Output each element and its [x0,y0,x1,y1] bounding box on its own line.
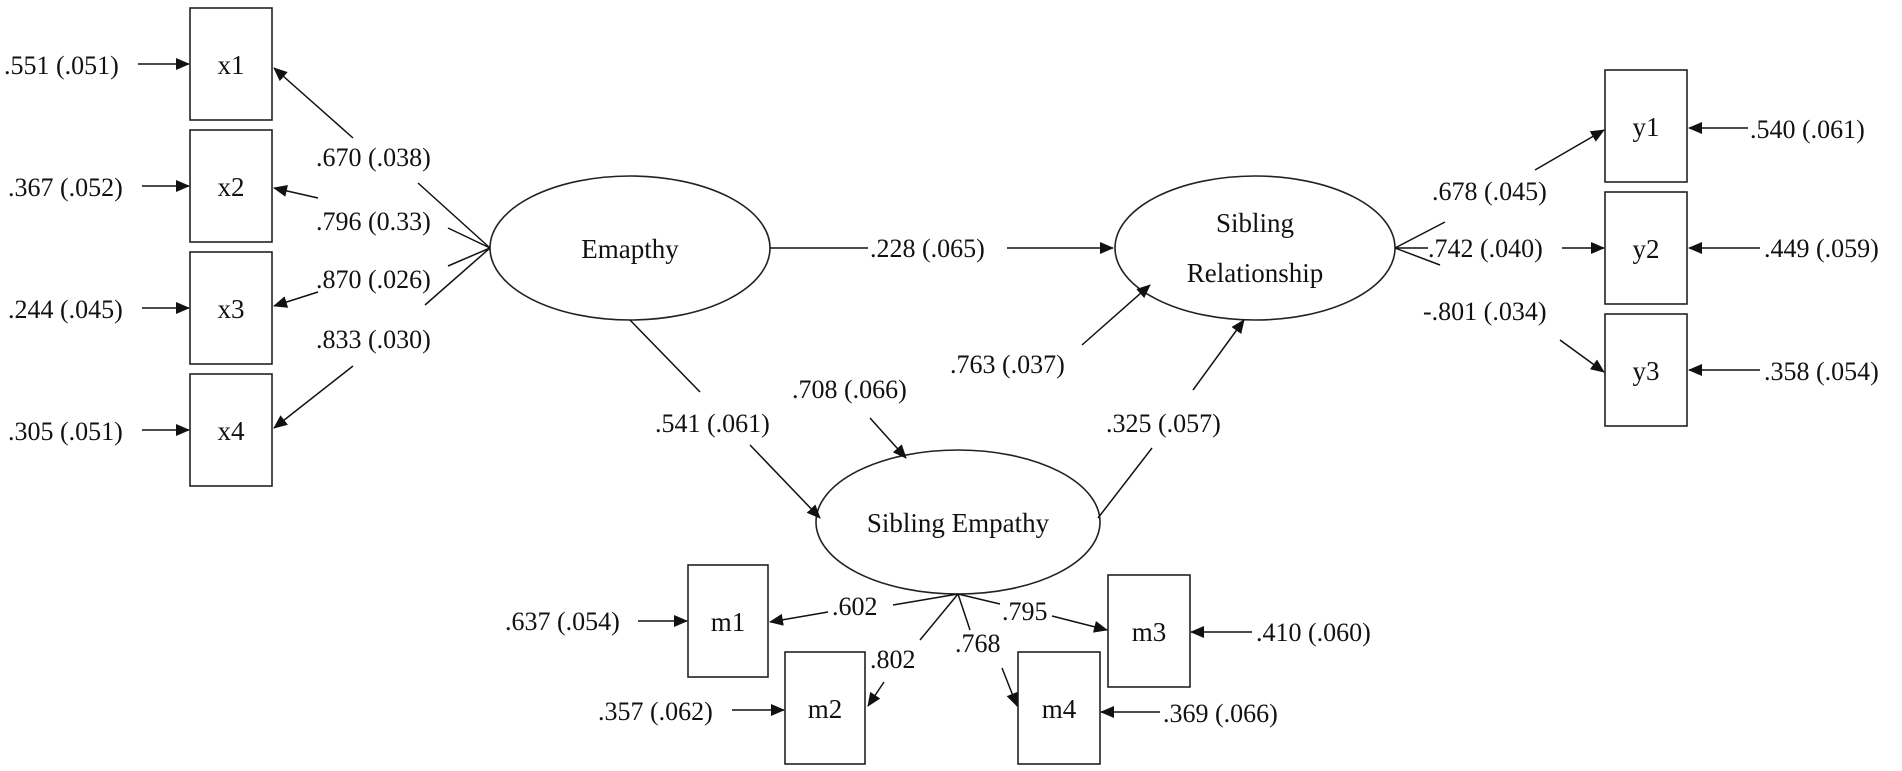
latent-sibling-relationship: Sibling Relationship [1114,175,1396,321]
latent-empathy-label: Emapthy [581,234,679,264]
loading-stub-m1 [892,593,959,606]
latent-sibling-empathy: Sibling Empathy [815,449,1101,595]
loading-stub-m2 [919,593,959,641]
loading-stub-x3 [447,247,491,267]
disturbance-arrow-siblingemp [869,417,907,459]
loading-label-m2: .802 [870,645,916,674]
loading-stub-m3 [957,593,1001,605]
indicator-m3-label: m3 [1132,617,1167,647]
loading-label-y2: .742 (.040) [1428,234,1543,263]
error-label-m4: .369 (.066) [1163,699,1278,728]
loading-label-y3: -.801 (.034) [1423,297,1546,326]
indicator-y1-label: y1 [1633,112,1660,142]
loading-label-m4: .768 [955,629,1001,658]
loading-arrow-y3 [1559,339,1605,373]
loading-arrow-x3 [273,291,319,308]
disturbance-label-siblingemp: .708 (.066) [792,375,907,404]
indicator-x2: x2 [189,129,273,243]
indicator-y1: y1 [1604,69,1688,183]
loading-arrow-m1 [769,611,829,626]
path-label-empathy-siblingemp: .541 (.061) [655,409,770,438]
indicator-x3: x3 [189,251,273,365]
indicator-m1-label: m1 [711,607,746,637]
path-label-empathy-relationship: .228 (.065) [870,234,985,263]
loading-label-m3: .795 [1002,597,1048,626]
indicator-x1: x1 [189,7,273,121]
indicator-y2-label: y2 [1633,234,1660,264]
error-label-y2: .449 (.059) [1764,234,1879,263]
indicator-x1-label: x1 [218,50,245,80]
loading-stub-y3 [1394,247,1441,266]
error-label-m3: .410 (.060) [1256,618,1371,647]
loading-arrow-x2 [273,185,319,199]
indicator-y3-label: y3 [1633,356,1660,386]
loading-arrow-x4 [273,365,354,429]
error-label-x4: .305 (.051) [8,417,123,446]
loading-stub-x2 [447,227,491,249]
latent-sibling-relationship-label-2: Relationship [1187,258,1324,288]
path-stub-empathy-siblingemp [629,319,701,393]
indicator-x3-label: x3 [218,294,245,324]
indicator-y2: y2 [1604,191,1688,305]
loading-arrow-m3 [1051,615,1108,633]
indicator-m2-label: m2 [808,694,843,724]
loading-stub-y1 [1394,221,1446,249]
indicator-m4-label: m4 [1042,694,1077,724]
error-label-x3: .244 (.045) [8,295,123,324]
loading-arrow-x1 [273,67,354,139]
loading-label-x2: .796 (0.33) [316,207,431,236]
indicator-y3: y3 [1604,313,1688,427]
indicator-x2-label: x2 [218,172,245,202]
indicator-m3: m3 [1107,574,1191,688]
error-label-y3: .358 (.054) [1764,357,1879,386]
error-label-x1: .551 (.051) [4,51,119,80]
path-stub-siblingemp-relationship [1097,447,1153,519]
loading-stub-x1 [417,182,491,249]
error-label-y1: .540 (.061) [1750,115,1865,144]
loading-arrow-m4 [1001,667,1018,707]
error-label-m2: .357 (.062) [598,697,713,726]
path-arrow-empathy-siblingemp [749,444,821,519]
disturbance-label-relationship: .763 (.037) [950,350,1065,379]
loading-label-x1: .670 (.038) [316,143,431,172]
loading-arrow-y1 [1534,129,1605,171]
latent-empathy: Emapthy [489,175,771,321]
error-label-x2: .367 (.052) [8,173,123,202]
error-label-m1: .637 (.054) [505,607,620,636]
indicator-x4-label: x4 [218,416,246,446]
path-label-siblingemp-relationship: .325 (.057) [1106,409,1221,438]
latent-sibling-empathy-label: Sibling Empathy [867,508,1050,538]
loading-stub-m4 [957,593,971,631]
loading-stub-x4 [424,247,491,306]
indicator-x4: x4 [189,373,273,487]
indicator-m1: m1 [687,564,769,678]
disturbance-arrow-relationship [1081,284,1151,346]
loading-label-x3: .870 (.026) [316,265,431,294]
loading-label-m1: .602 [832,592,878,621]
loading-arrow-m2 [867,681,885,707]
loading-label-y1: .678 (.045) [1432,177,1547,206]
loading-label-x4: .833 (.030) [316,325,431,354]
indicator-m2: m2 [784,651,866,765]
latent-sibling-relationship-label-1: Sibling [1216,208,1294,238]
path-arrow-siblingemp-relationship [1192,319,1245,391]
indicator-m4: m4 [1017,651,1101,765]
